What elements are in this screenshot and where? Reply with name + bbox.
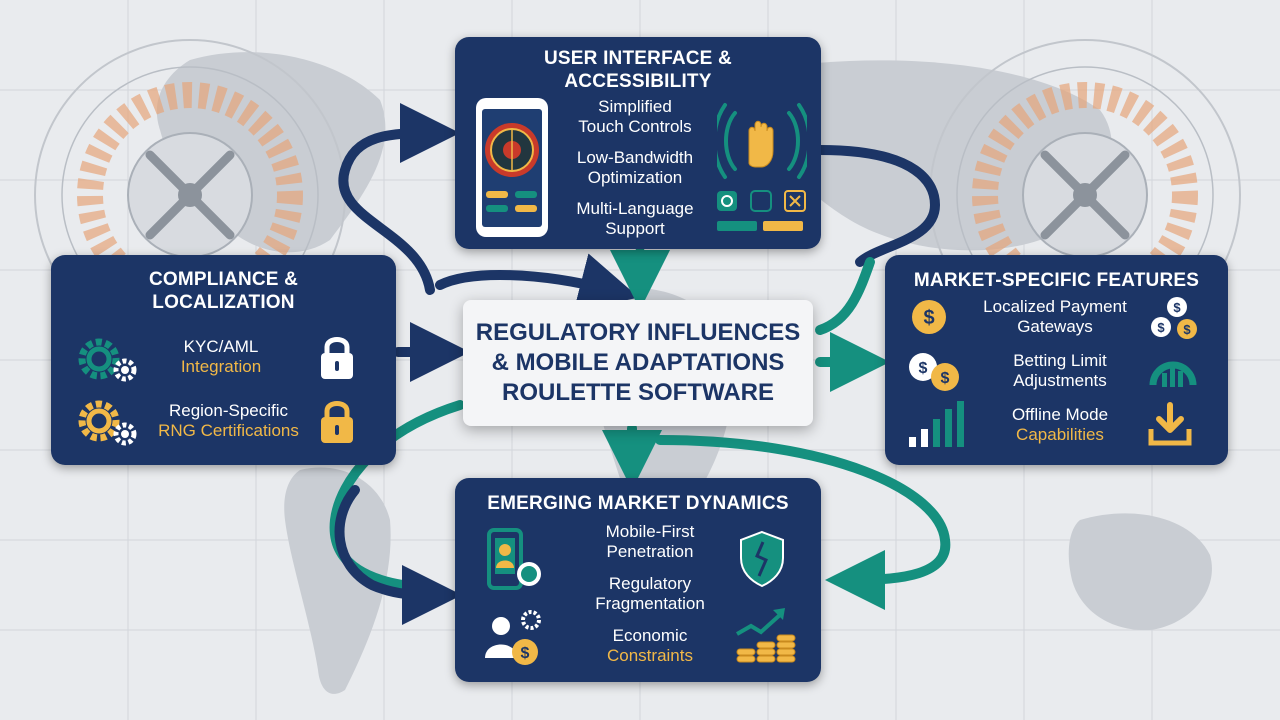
roulette-wheel-right [929,39,1241,351]
item-line: KYC/AML [183,337,259,356]
item-line: Capabilities [1016,425,1104,444]
ui-item-language: Multi-Language Support [555,199,715,239]
panel-title-line-2: LOCALIZATION [152,292,295,313]
panel-title-line-1: USER INTERFACE & [544,48,732,69]
central-title-line-1: REGULATORY INFLUENCES [475,319,801,346]
gauge-icon [1149,361,1197,387]
svg-text:$: $ [521,645,530,662]
gears-icon [78,338,137,382]
panel-title-line-2: ACCESSIBILITY [564,71,712,92]
cracked-shield-icon [740,530,784,588]
ui-item-touch: Simplified Touch Controls [555,97,715,137]
item-line: Touch Controls [578,117,692,136]
svg-text:$: $ [1183,322,1191,337]
panel-title-line-1: COMPLIANCE & [148,269,299,290]
user-dollar-icon: $ [485,610,541,665]
central-title-line-2: & MOBILE ADAPTATIONS [491,349,785,376]
dollar-coin-icon: $ [912,300,946,334]
item-line: Region-Specific [168,401,289,420]
emerging-item-regulatory: Regulatory Fragmentation [565,574,735,614]
compliance-item-rng: Region-Specific RNG Certifications [146,401,311,441]
item-line: Low-Bandwidth [576,148,694,167]
item-line: Constraints [607,646,693,665]
market-item-betting: Betting Limit Adjustments [975,351,1145,391]
compliance-localization-panel: COMPLIANCE & LOCALIZATION KYC/AML Integr… [51,255,396,465]
item-line: Multi-Language [576,199,694,218]
item-line: Offline Mode [1011,405,1109,424]
mobile-roulette-icon [476,98,548,237]
item-line: Penetration [606,542,694,561]
item-line: Betting Limit [1013,351,1107,370]
item-line: Economic [612,626,688,645]
central-title-line-3: ROULETTE SOFTWARE [502,379,774,406]
connector-arrows [329,103,951,625]
item-line: Integration [180,357,262,376]
market-item-payment: Localized Payment Gateways [965,297,1145,337]
panel-title: COMPLIANCE & LOCALIZATION [51,268,396,314]
emerging-market-panel: EMERGING MARKET DYNAMICS Mobile-First Pe… [455,478,821,682]
item-line: Optimization [587,168,683,187]
item-line: Fragmentation [595,594,705,613]
market-item-offline: Offline Mode Capabilities [980,405,1140,445]
item-line: Support [605,219,665,238]
ui-item-bandwidth: Low-Bandwidth Optimization [555,148,715,188]
item-line: Gateways [1017,317,1093,336]
coins-icon: $ $ [909,353,959,391]
item-line: Localized Payment [983,297,1127,316]
mobile-user-icon [487,528,541,590]
ui-accessibility-panel: USER INTERFACE & ACCESSIBILITY Simplifie… [455,37,821,249]
market-features-panel: MARKET-SPECIFIC FEATURES $ Localized Pay… [885,255,1228,465]
emerging-item-economic: Economic Constraints [565,626,735,666]
compliance-item-kyc: KYC/AML Integration [151,337,291,377]
panel-title: USER INTERFACE & ACCESSIBILITY [455,47,821,93]
coins-icon: $ $ $ [1151,297,1197,339]
central-title-box: REGULATORY INFLUENCES & MOBILE ADAPTATIO… [463,300,813,426]
svg-text:$: $ [1157,320,1165,335]
gears-icon [78,400,137,446]
coin-stack-growth-icon [736,608,796,663]
item-line: Adjustments [1013,371,1107,390]
emerging-item-mobile: Mobile-First Penetration [565,522,735,562]
padlock-icon [321,337,353,379]
item-line: Mobile-First [605,522,695,541]
svg-text:$: $ [923,307,934,329]
language-buttons-icon [717,190,806,231]
svg-text:$: $ [1173,300,1181,315]
svg-text:$: $ [919,360,928,377]
download-icon [1148,402,1192,446]
signal-bars-icon [909,401,964,447]
item-line: Simplified [598,97,672,116]
item-line: Regulatory [608,574,692,593]
panel-title: MARKET-SPECIFIC FEATURES [913,270,1200,291]
touch-hand-icon [717,103,807,179]
padlock-icon [321,401,353,443]
svg-text:$: $ [941,370,950,387]
item-line: RNG Certifications [158,421,299,440]
panel-title: EMERGING MARKET DYNAMICS [487,493,789,514]
